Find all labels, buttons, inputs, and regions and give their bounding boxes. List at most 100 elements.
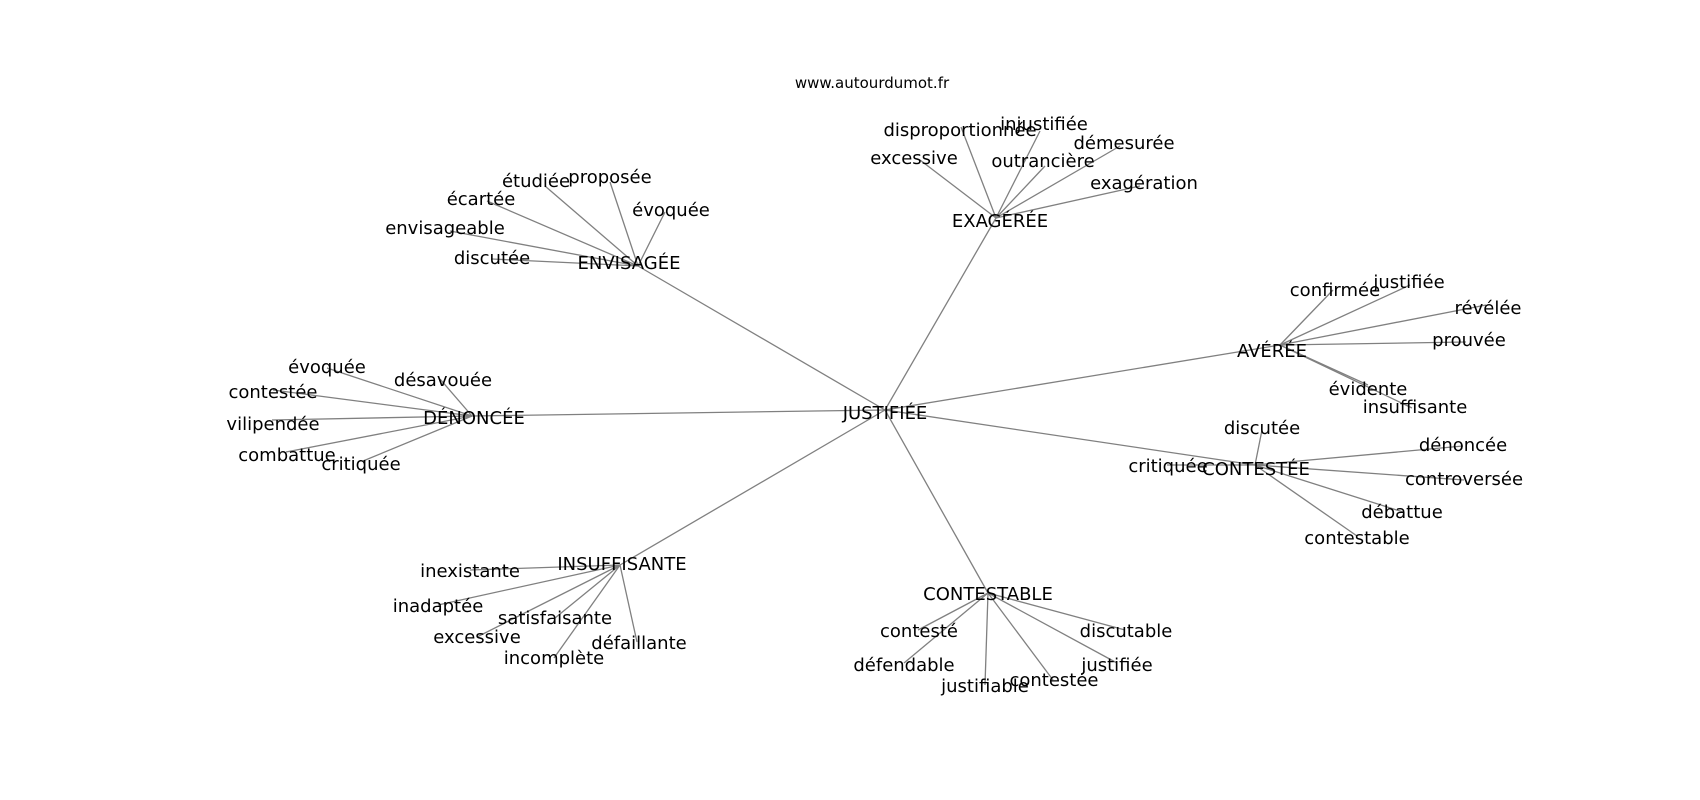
hub-word-exageree[interactable]: EXAGÉRÉE: [952, 210, 1048, 232]
leaf-word-combattue[interactable]: combattue: [238, 445, 336, 466]
edge-averee-revelee: [1279, 304, 1487, 346]
leaf-word-confirmee[interactable]: confirmée: [1290, 280, 1380, 301]
leaf-word-inadaptee[interactable]: inadaptée: [393, 596, 484, 617]
edge-denoncee-critiquee: [362, 415, 473, 462]
hub-word-contestable[interactable]: CONTESTABLE: [923, 584, 1053, 605]
leaf-word-controversee[interactable]: controversée: [1405, 469, 1523, 490]
edge-center-averee: [884, 344, 1281, 411]
leaf-word-justifiee[interactable]: justifiée: [1372, 272, 1444, 293]
leaf-word-etudiee[interactable]: étudiée: [502, 171, 570, 192]
edge-envisagee-discutee: [491, 258, 639, 267]
edge-denoncee-vilipendee: [271, 415, 473, 421]
edge-averee-prouvee: [1279, 341, 1467, 346]
leaf-word-contestee[interactable]: contestée: [1009, 670, 1098, 691]
leaf-word-desavouee[interactable]: désavouée: [394, 370, 492, 391]
leaf-word-evidente[interactable]: évidente: [1329, 379, 1408, 400]
leaf-word-justifiee[interactable]: justifiée: [1080, 655, 1152, 676]
edge-insuffisante-inadaptee: [437, 564, 621, 606]
edge-contestee-debattue: [1254, 464, 1404, 513]
leaf-word-discutee[interactable]: discutée: [1224, 418, 1300, 439]
edge-contestable-contestee: [987, 592, 1054, 681]
graph-edges: [271, 126, 1487, 686]
leaf-word-ecartee[interactable]: écartée: [447, 189, 516, 210]
leaf-word-proposee[interactable]: proposée: [568, 167, 651, 188]
edge-envisagee-etudiee: [544, 185, 639, 267]
edge-exageree-outranciere: [995, 165, 1046, 219]
leaf-word-contestee[interactable]: contestée: [228, 382, 317, 403]
edge-center-contestee: [884, 409, 1256, 466]
edge-insuffisante-inexistante: [469, 564, 621, 571]
edge-exageree-exageration: [995, 185, 1141, 219]
leaf-word-inexistante[interactable]: inexistante: [420, 561, 520, 582]
leaf-word-prouvee[interactable]: prouvée: [1432, 330, 1506, 351]
edge-center-exageree: [884, 217, 997, 411]
leaf-word-contestable[interactable]: contestable: [1304, 528, 1409, 549]
edge-averee-insuffisante: [1279, 344, 1413, 409]
edge-contestable-discutable: [987, 592, 1126, 631]
leaf-word-discutable[interactable]: discutable: [1080, 621, 1173, 642]
edge-contestable-justifiable: [984, 592, 989, 686]
hub-word-insuffisante[interactable]: INSUFFISANTE: [557, 554, 686, 575]
edge-exageree-demesuree: [995, 145, 1121, 219]
graph-labels: www.autourdumot.fr disproportionnéeinjus…: [226, 74, 1523, 697]
edge-envisagee-ecartee: [486, 200, 639, 267]
edge-envisagee-evoquee: [637, 211, 666, 267]
hub-word-denoncee[interactable]: DÉNONCÉE: [423, 407, 525, 429]
edge-contestee-contestable: [1254, 464, 1358, 537]
edge-center-insuffisante: [619, 409, 886, 566]
leaf-word-justifiable[interactable]: justifiable: [940, 676, 1029, 697]
leaf-word-evoquee[interactable]: évoquée: [632, 200, 710, 221]
edge-contestee-denoncee: [1254, 445, 1464, 466]
leaf-word-envisageable[interactable]: envisageable: [385, 218, 505, 239]
edge-denoncee-contestee: [272, 389, 473, 417]
edge-exageree-excessive: [919, 159, 997, 219]
leaf-word-debattue[interactable]: débattue: [1361, 502, 1443, 523]
leaf-word-exageration[interactable]: exagération: [1090, 173, 1198, 194]
edge-contestable-justifiee: [987, 592, 1118, 664]
edge-contestable-defendable: [903, 592, 989, 664]
edge-exageree-injustifiee: [995, 130, 1041, 219]
leaf-word-vilipendee[interactable]: vilipendée: [226, 414, 319, 435]
leaf-word-outranciere[interactable]: outrancière: [991, 151, 1094, 172]
edge-insuffisante-defaillante: [619, 564, 638, 643]
leaf-word-discutee[interactable]: discutée: [454, 248, 530, 269]
leaf-word-revelee[interactable]: révélée: [1455, 298, 1522, 319]
edge-contestee-controversee: [1254, 464, 1465, 481]
edge-insuffisante-satisfaisante: [554, 564, 621, 619]
edge-averee-confirmee: [1279, 289, 1334, 346]
leaf-word-excessive[interactable]: excessive: [433, 627, 521, 648]
edge-denoncee-combattue: [285, 415, 473, 453]
edge-insuffisante-excessive: [476, 564, 621, 638]
edge-contestee-discutee: [1254, 429, 1263, 466]
leaf-word-satisfaisante[interactable]: satisfaisante: [498, 608, 612, 629]
leaf-word-critiquee[interactable]: critiquée: [1128, 456, 1207, 477]
edge-contestable-conteste: [917, 592, 989, 631]
leaf-word-critiquee[interactable]: critiquée: [321, 454, 400, 475]
leaf-word-conteste[interactable]: contesté: [880, 621, 958, 642]
edge-envisagee-envisageable: [449, 230, 639, 267]
leaf-word-excessive[interactable]: excessive: [870, 148, 958, 169]
hub-word-averee[interactable]: AVÉRÉE: [1237, 340, 1307, 362]
edge-center-denoncee: [471, 409, 886, 417]
leaf-word-injustifiee[interactable]: injustifiée: [1000, 114, 1088, 135]
hub-word-envisagee[interactable]: ENVISAGÉE: [578, 252, 681, 274]
site-url[interactable]: www.autourdumot.fr: [795, 74, 950, 92]
leaf-word-defaillante[interactable]: défaillante: [591, 633, 686, 654]
edge-denoncee-evoquee: [326, 367, 473, 417]
edge-exageree-disproportionnee: [960, 126, 997, 219]
leaf-word-denoncee[interactable]: dénoncée: [1419, 435, 1507, 456]
edge-envisagee-proposee: [609, 181, 639, 267]
edge-denoncee-desavouee: [439, 378, 473, 417]
hub-word-contestee[interactable]: CONTESTÉE: [1202, 458, 1310, 480]
leaf-word-defendable[interactable]: défendable: [853, 655, 954, 676]
edge-averee-justifiee: [1279, 284, 1411, 346]
leaf-word-incomplete[interactable]: incomplète: [504, 648, 605, 669]
center-word[interactable]: JUSTIFIÉE: [842, 402, 928, 424]
leaf-word-demesuree[interactable]: démesurée: [1073, 133, 1174, 154]
edge-center-envisagee: [637, 265, 886, 411]
leaf-word-disproportionnee[interactable]: disproportionnée: [883, 120, 1036, 141]
leaf-word-evoquee[interactable]: évoquée: [288, 357, 366, 378]
leaf-word-insuffisante[interactable]: insuffisante: [1363, 397, 1468, 418]
edge-insuffisante-incomplete: [553, 564, 621, 659]
